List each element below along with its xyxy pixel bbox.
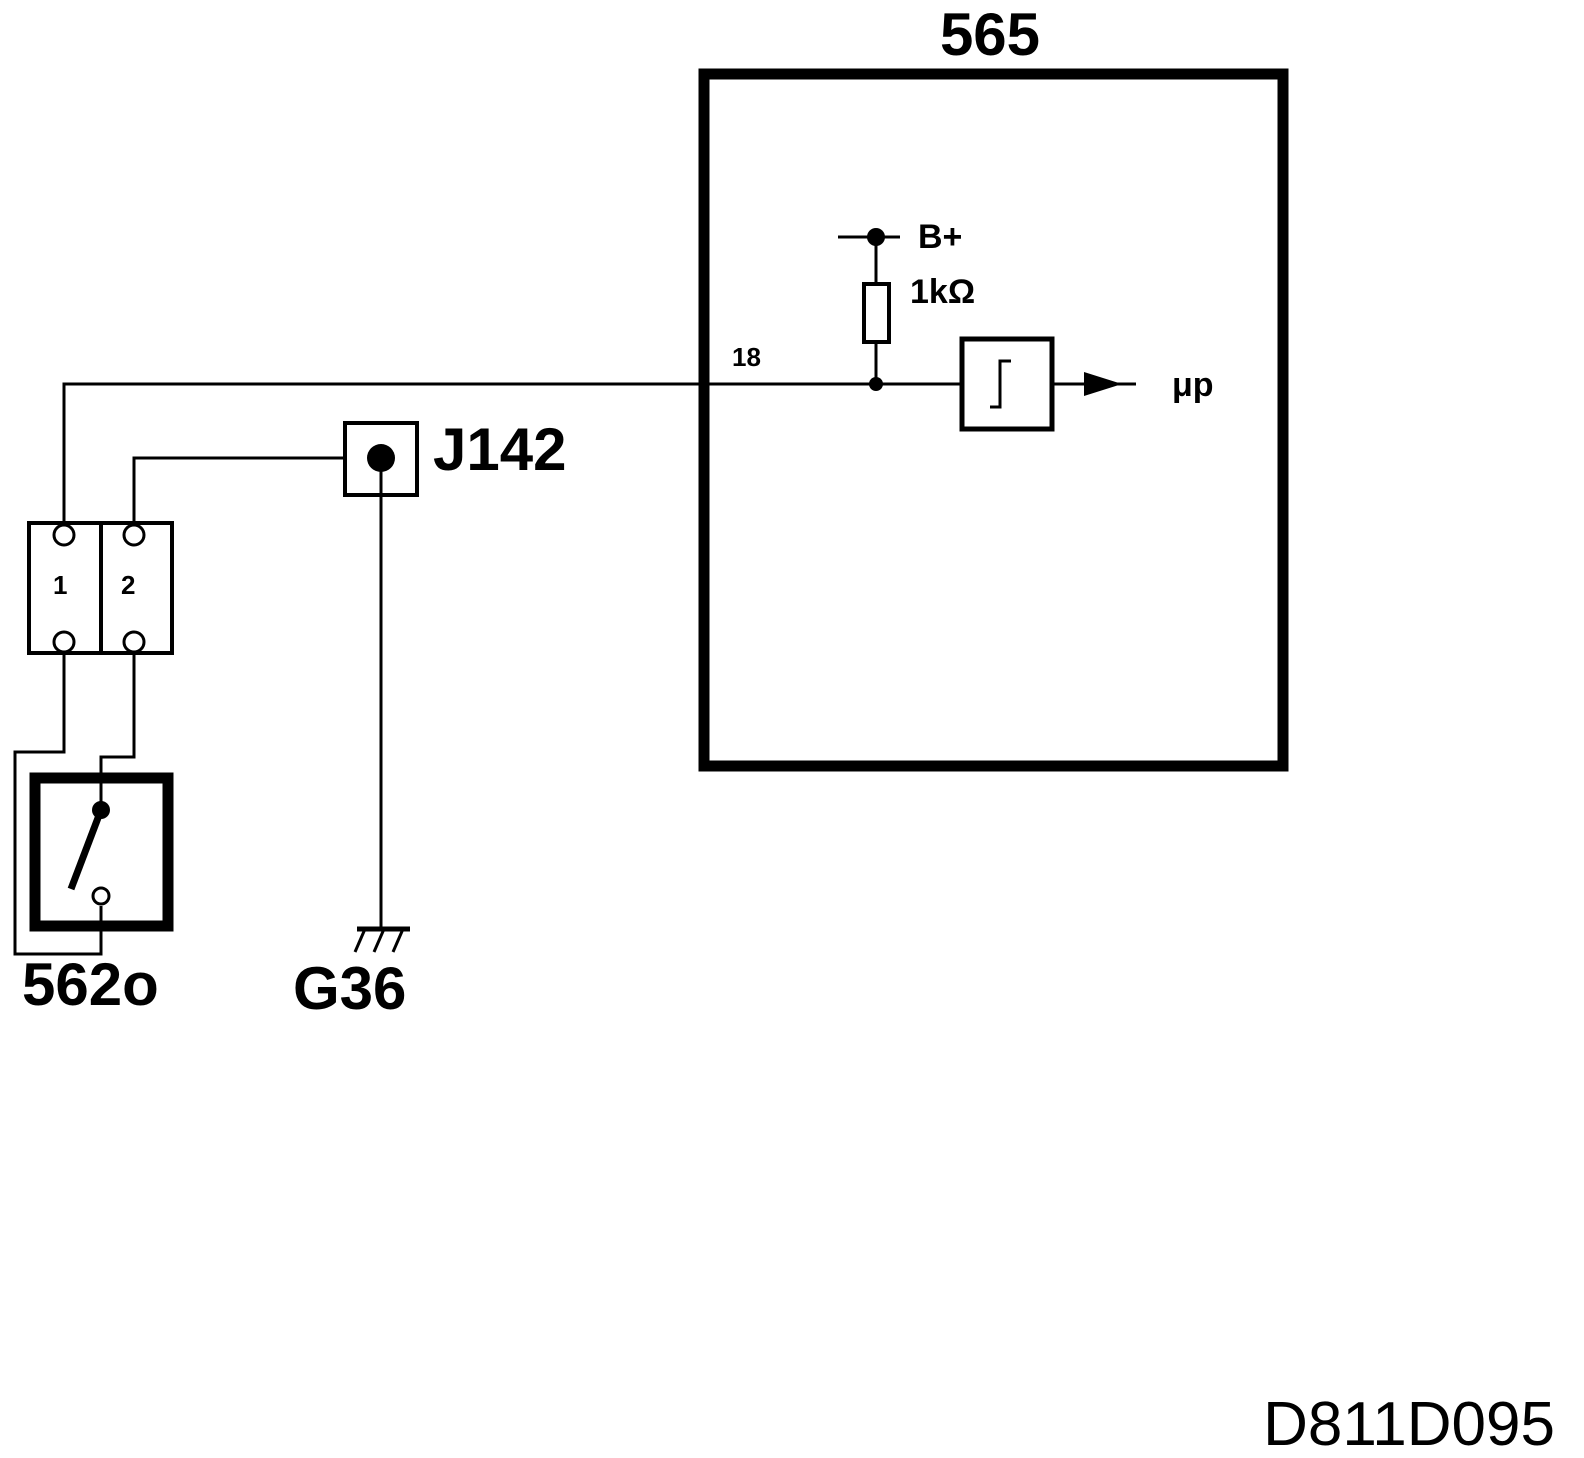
module-565-box xyxy=(698,68,1289,772)
supply-label: B+ xyxy=(918,218,962,256)
ground-g36-label: G36 xyxy=(293,955,406,1022)
switch-lever xyxy=(67,808,105,891)
output-label: μp xyxy=(1172,366,1214,404)
connector-pin1-label: 1 xyxy=(53,570,67,600)
module-565-label: 565 xyxy=(940,1,1040,68)
wire-pin1-to-565 xyxy=(62,382,704,527)
connector-pin1-bottom xyxy=(52,630,76,654)
switch-562o-label: 562o xyxy=(22,951,159,1018)
wire-pin2-to-switch xyxy=(99,652,136,810)
figure-id-label: D811D095 xyxy=(1263,1390,1555,1458)
connector-pin1-top xyxy=(52,523,76,547)
comparator-box xyxy=(959,336,1055,432)
switch-562o-box xyxy=(29,772,174,932)
wire-pin2-to-j142 xyxy=(132,456,345,527)
connector-pin2-bottom xyxy=(122,630,146,654)
switch-contact xyxy=(91,886,111,906)
resistor-symbol xyxy=(862,282,891,344)
connector-pin2-top xyxy=(122,523,146,547)
pin-18-label: 18 xyxy=(732,342,761,372)
ground-symbol-hatch-1 xyxy=(353,928,367,953)
wire-pin1-to-switch xyxy=(13,652,103,956)
comparator-step-symbol xyxy=(990,359,1011,409)
ground-symbol-hatch-3 xyxy=(391,928,405,953)
resistor-label: 1kΩ xyxy=(910,273,975,311)
output-arrow-icon xyxy=(1084,372,1122,396)
ground-symbol-hatch-2 xyxy=(372,928,386,953)
connector-pin2-label: 2 xyxy=(121,570,135,600)
junction-j142-label: J142 xyxy=(433,416,566,483)
